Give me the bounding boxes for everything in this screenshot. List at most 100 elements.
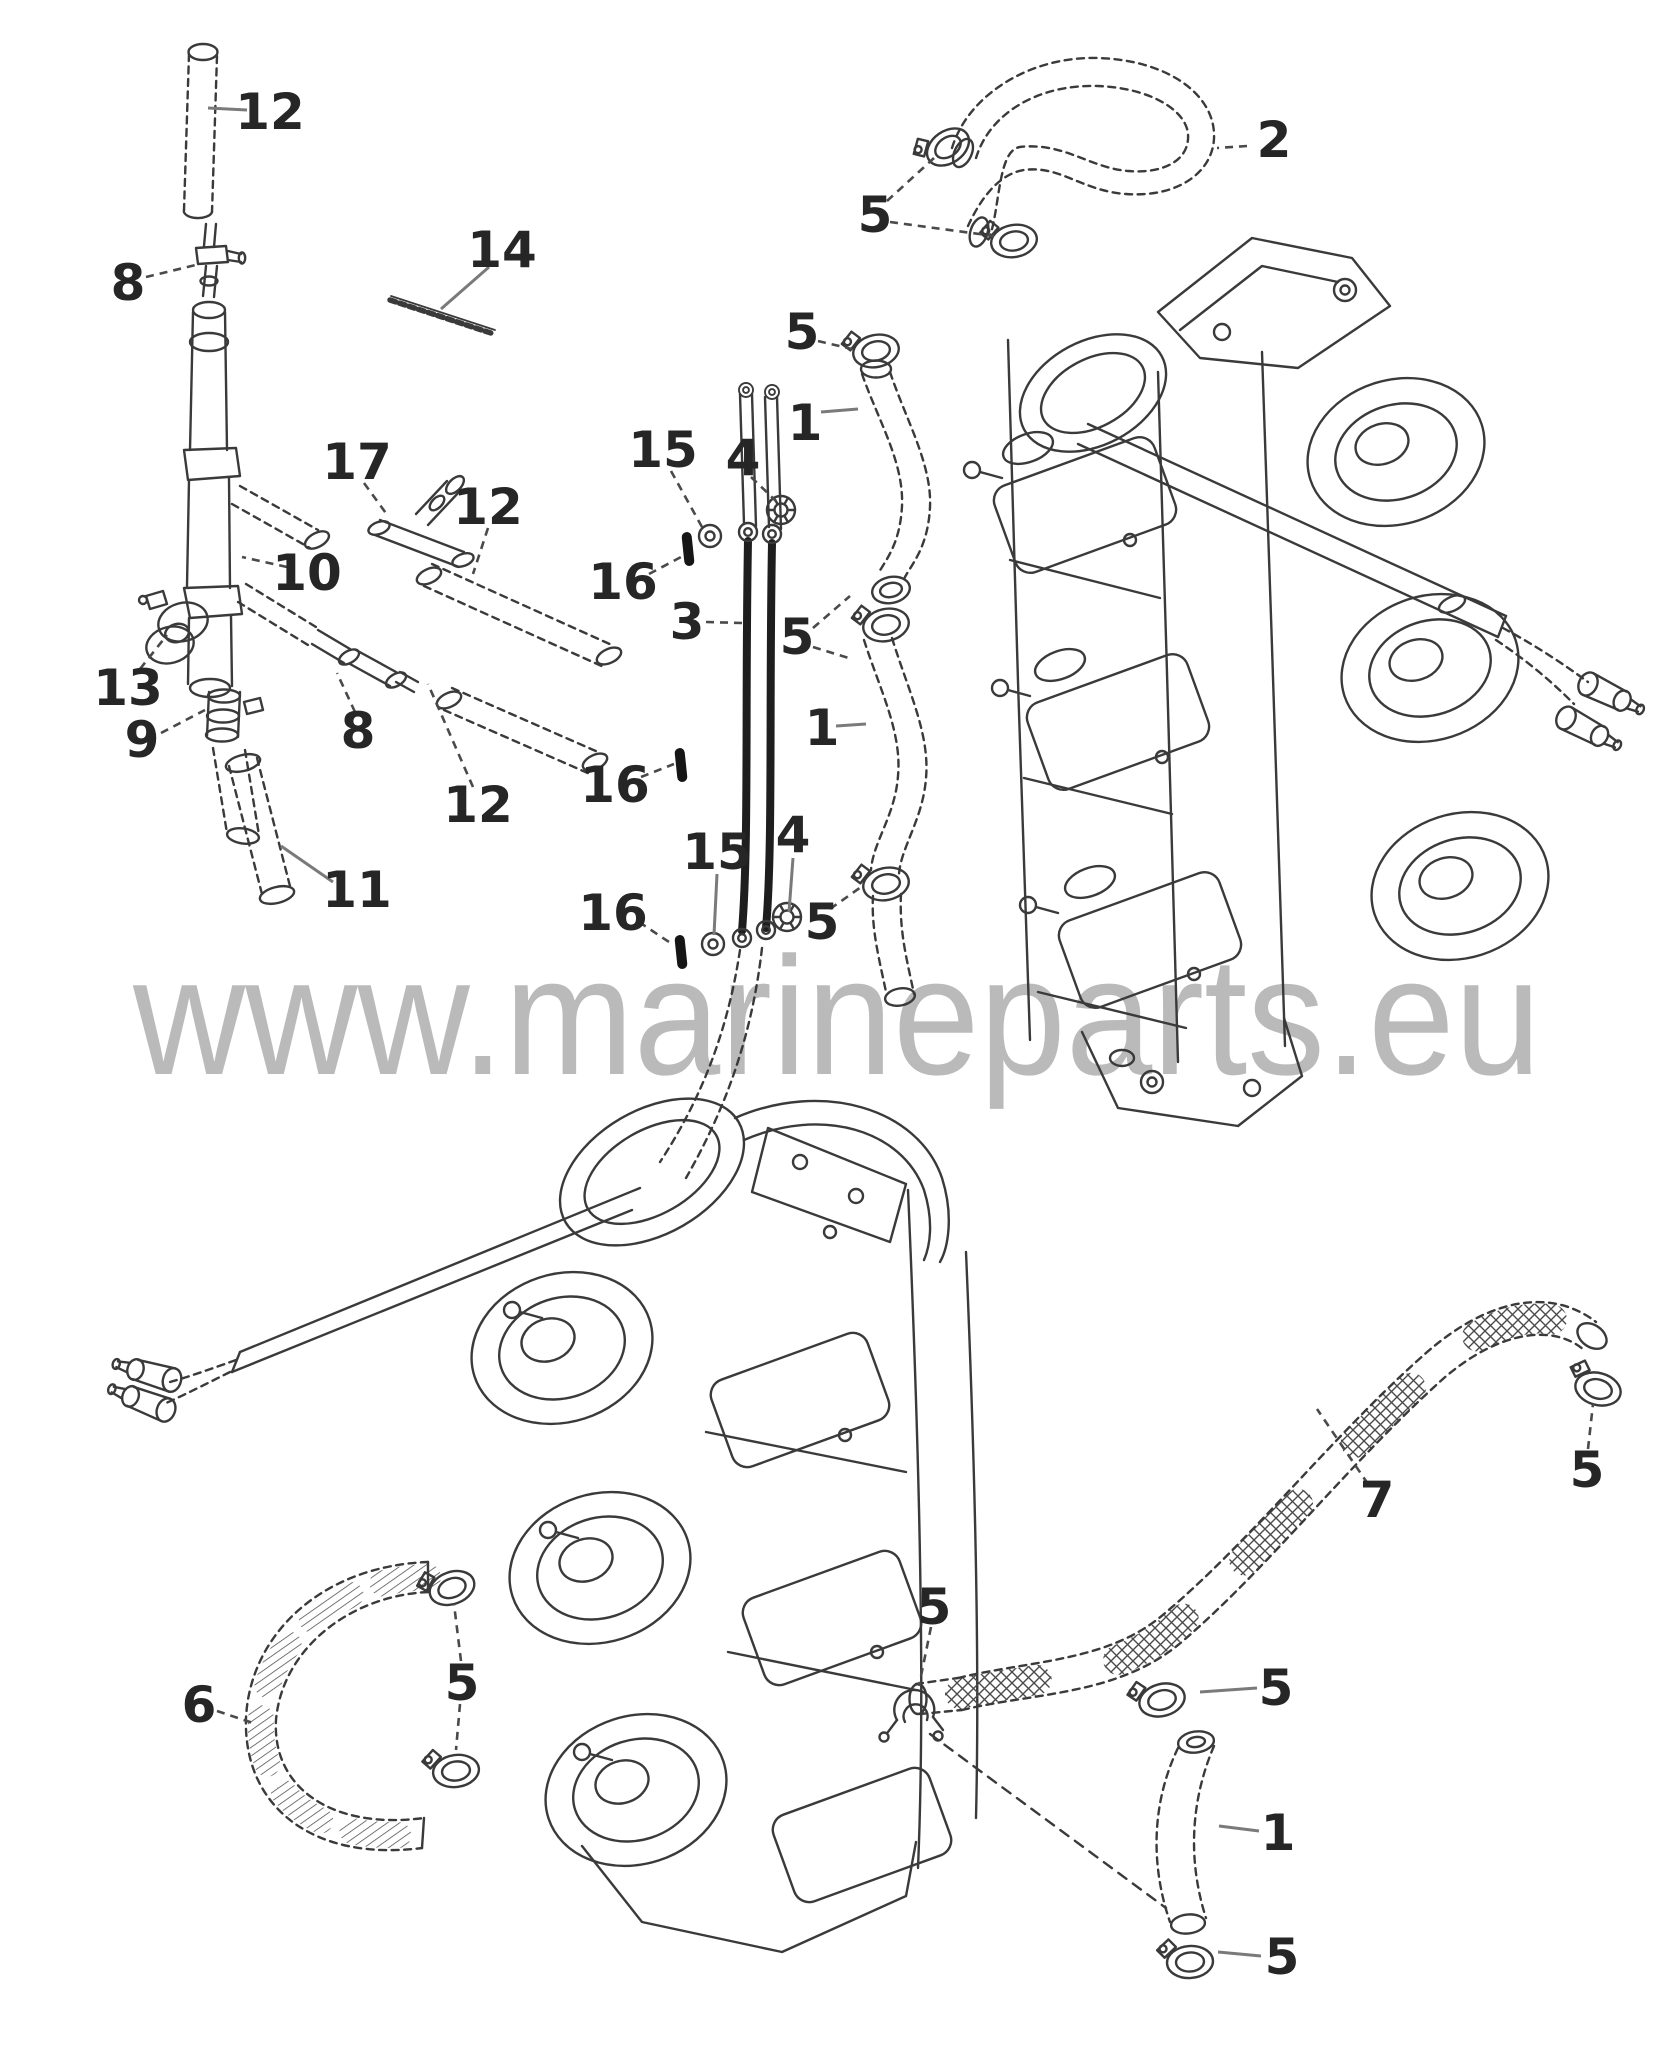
leader-line-part-12 [207, 106, 248, 112]
part-label-5: 5 [1259, 1659, 1294, 1717]
part-label-12: 12 [235, 83, 305, 141]
hose-clamp-icon [906, 112, 978, 180]
hose-6 [244, 1556, 483, 1852]
fuel-hose-2 [906, 56, 1216, 264]
fitting-9-icon [204, 688, 265, 743]
washer-icon [697, 523, 723, 549]
hose-clamp-icon [848, 854, 914, 908]
part-label-5: 5 [858, 186, 893, 244]
fuel-hose-1-upper [838, 321, 932, 1007]
leader-line-part-16 [648, 555, 682, 576]
hose-7 [908, 1300, 1628, 1716]
leader-line-part-13 [138, 634, 169, 670]
leader-line-part-16 [638, 920, 673, 946]
check-valve-hose-3-assembly [658, 382, 803, 1180]
part-label-1: 1 [1261, 1804, 1296, 1862]
part-label-7: 7 [1360, 1471, 1395, 1529]
connector-icon [1551, 701, 1628, 759]
fitting-8-icon [310, 628, 420, 694]
leader-line-part-6 [216, 1709, 257, 1726]
connector-icon [1573, 668, 1650, 723]
leader-line-part-5 [817, 339, 853, 351]
part-label-6: 6 [182, 1676, 217, 1734]
part-label-5: 5 [1570, 1441, 1605, 1499]
connector-icon [103, 1375, 180, 1426]
leader-line-part-5 [886, 157, 935, 202]
part-label-13: 13 [93, 659, 163, 717]
leader-line-part-5 [452, 1603, 463, 1662]
leader-line-part-17 [362, 482, 390, 517]
leader-line-part-11 [280, 844, 334, 884]
leader-line-part-12 [426, 683, 475, 788]
part-label-12: 12 [443, 776, 513, 834]
part-label-16: 16 [588, 553, 658, 611]
leader-line-part-4 [750, 476, 777, 502]
leader-line-part-5 [812, 595, 851, 629]
leader-line-part-1 [835, 722, 867, 728]
part-label-5: 5 [785, 303, 820, 361]
part-label-17: 17 [322, 433, 392, 491]
part-label-8: 8 [111, 254, 146, 312]
carburetor-assembly-top [962, 236, 1650, 1128]
part-label-14: 14 [467, 221, 537, 279]
shackle-clamp-icon [878, 1688, 945, 1743]
pin-icon [673, 746, 689, 784]
tee-fitting-17-icon [367, 474, 475, 569]
leader-line-part-2 [1216, 144, 1248, 150]
leader-line-part-5 [829, 885, 862, 911]
fuel-tube-assembly-left [137, 42, 623, 906]
hose-clamp-icon [1155, 1935, 1216, 1982]
hose-clamp-icon [1123, 1669, 1190, 1725]
part-label-2: 2 [1257, 111, 1292, 169]
part-label-1: 1 [788, 394, 823, 452]
part-label-10: 10 [272, 544, 342, 602]
part-label-3: 3 [670, 593, 705, 651]
fitting-8-icon [194, 222, 247, 299]
leader-line-part-1 [820, 407, 859, 414]
part-label-16: 16 [578, 884, 648, 942]
leader-line-part-1 [1218, 1824, 1260, 1833]
hose-clamp-icon [419, 1742, 483, 1793]
leader-line-part-3 [705, 620, 743, 625]
part-label-5: 5 [805, 893, 840, 951]
leader-line-part-14 [440, 265, 490, 311]
leader-line-part-5 [454, 1703, 462, 1751]
rod-14-icon [387, 295, 497, 337]
clamp-13-icon [137, 589, 209, 665]
part-label-5: 5 [917, 1578, 952, 1636]
part-label-5: 5 [1265, 1928, 1300, 1986]
pin-icon [680, 530, 696, 568]
part-label-8: 8 [341, 702, 376, 760]
carburetor-assembly-bottom [103, 1097, 1168, 1954]
part-label-16: 16 [580, 756, 650, 814]
leader-line-part-5 [917, 1626, 933, 1687]
diagram-line-art [103, 42, 1650, 1982]
leader-line-part-10 [241, 555, 288, 569]
leader-line-part-5 [889, 220, 995, 238]
leader-line-part-5 [1586, 1403, 1595, 1450]
part-label-11: 11 [322, 861, 392, 919]
leader-line-part-8 [335, 672, 357, 713]
leader-line-part-4 [787, 857, 795, 913]
part-label-1: 1 [805, 699, 840, 757]
fuel-hose-1-lower [1123, 1669, 1216, 1982]
leader-line-part-15 [669, 470, 704, 528]
leader-line-part-5 [812, 645, 853, 661]
leader-line-part-15 [712, 873, 719, 936]
leader-line-part-5 [1199, 1686, 1258, 1694]
part-label-5: 5 [445, 1654, 480, 1712]
hose-clamp-icon [1561, 1356, 1628, 1412]
part-label-9: 9 [125, 711, 160, 769]
watermark: www.marineparts.eu [132, 922, 1541, 1110]
leader-line-part-9 [160, 708, 206, 735]
leader-line-part-5 [1217, 1950, 1262, 1958]
part-label-15: 15 [682, 823, 752, 881]
part-label-15: 15 [628, 421, 698, 479]
leader-line-part-8 [145, 262, 201, 279]
leader-line-part-7 [1315, 1408, 1370, 1485]
leader-line-part-16 [640, 762, 675, 779]
part-label-5: 5 [780, 608, 815, 666]
